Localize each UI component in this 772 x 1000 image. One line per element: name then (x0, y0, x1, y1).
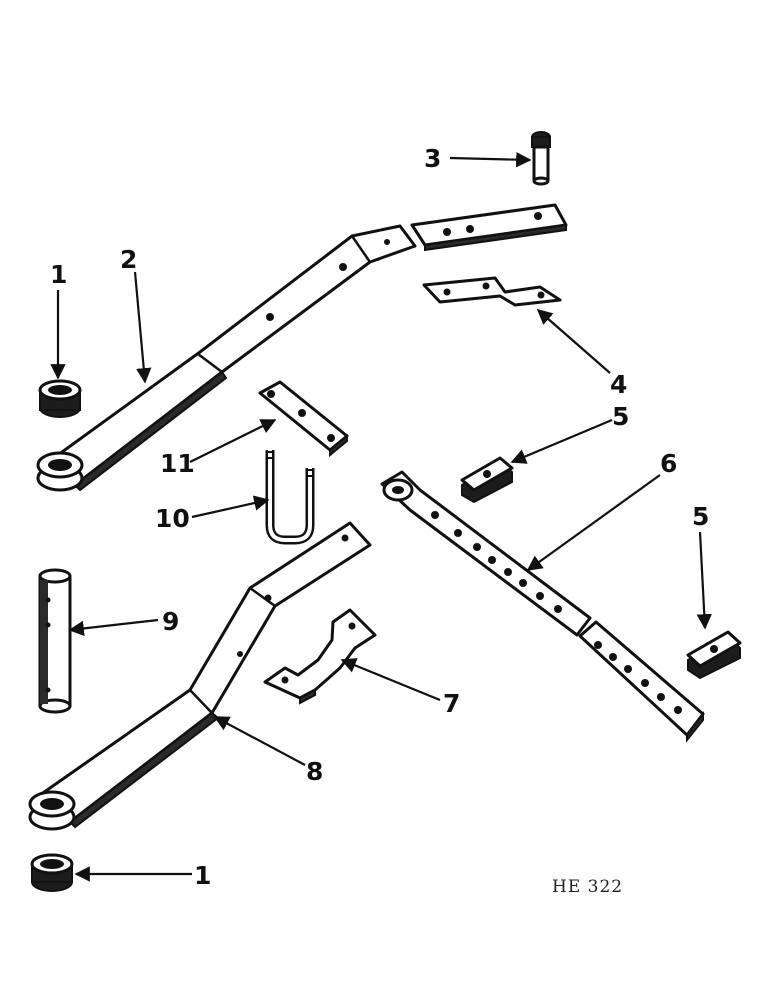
callout-2: 2 (120, 245, 137, 274)
callout-1-bottom: 1 (194, 861, 211, 890)
leader-7 (340, 658, 441, 702)
plate-part-11 (258, 380, 349, 458)
callout-8: 8 (306, 757, 323, 786)
leader-5-upper (510, 418, 613, 464)
leader-6 (526, 474, 661, 571)
u-bolt-part-10 (265, 450, 315, 545)
callout-3: 3 (424, 144, 441, 173)
top-plate (410, 203, 568, 252)
bracket-part-4 (422, 276, 562, 307)
callout-1-top: 1 (50, 260, 67, 289)
leader-5-right (696, 531, 712, 630)
callout-4: 4 (610, 370, 627, 399)
figure-code: HE 322 (552, 877, 623, 897)
block-part-5-upper (460, 456, 514, 504)
strap-part-6 (380, 470, 705, 743)
callout-10: 10 (155, 504, 190, 533)
callout-6: 6 (660, 449, 677, 478)
callout-5-right: 5 (692, 502, 709, 531)
leader-11 (189, 419, 277, 463)
pin-part-3 (531, 131, 551, 186)
callout-labels: 1 2 3 4 5 6 5 11 10 9 7 8 1 (50, 144, 709, 890)
leader-lines (50, 151, 712, 882)
bushing-part-1-top (38, 379, 82, 418)
bushing-part-1-bottom (30, 853, 74, 892)
callout-7: 7 (443, 689, 460, 718)
strap-bracket-part-7 (263, 608, 377, 705)
callout-5-upper: 5 (612, 402, 629, 431)
block-part-5-right (686, 630, 742, 680)
lift-arm-part-2 (36, 224, 417, 492)
leader-2 (133, 271, 152, 384)
leader-4 (536, 308, 611, 374)
lift-arm-part-8 (28, 521, 372, 831)
callout-11: 11 (160, 449, 195, 478)
leader-8 (213, 716, 306, 766)
leader-9 (68, 618, 159, 637)
pin-part-9 (38, 568, 72, 714)
leader-10 (191, 495, 270, 519)
leader-3 (449, 151, 532, 168)
callout-9: 9 (162, 607, 179, 636)
